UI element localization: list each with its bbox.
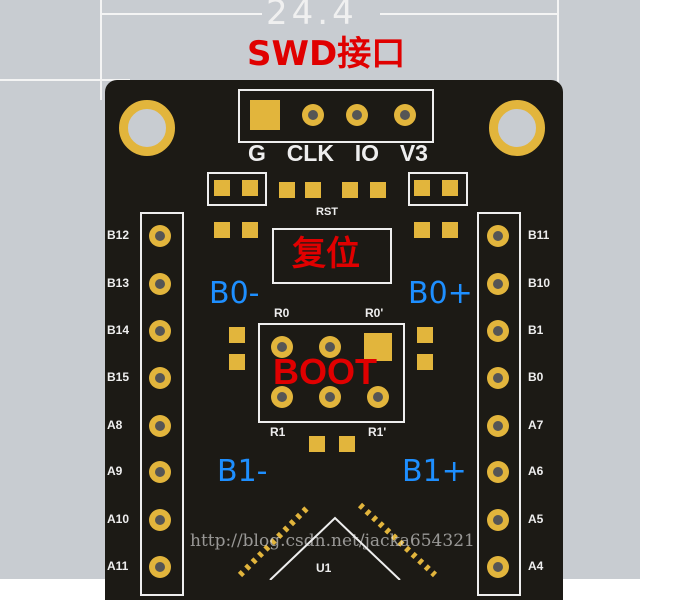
smd-pad [339, 436, 355, 452]
swd-title: SWD接口 [247, 34, 406, 74]
r0-left-silk: R0 [274, 306, 290, 320]
left-header-pin [149, 273, 171, 295]
left-pin-label: B14 [107, 323, 130, 337]
swd-pin-2 [302, 104, 324, 126]
swd-header [238, 89, 434, 143]
annotation-b1-plus: B1+ [402, 454, 467, 489]
swd-pin-4 [394, 104, 416, 126]
right-header-pin [487, 415, 509, 437]
left-pin-label: B15 [107, 370, 130, 384]
right-pin-label: B11 [528, 228, 550, 242]
right-pin-label: A6 [528, 464, 544, 478]
dimension-line-right [557, 0, 559, 100]
left-pin-label: B12 [107, 228, 130, 242]
dimension-value: 24.4 [266, 0, 358, 33]
left-pin-label: A8 [107, 418, 123, 432]
smd-pad [229, 327, 245, 343]
right-pin-header [477, 212, 521, 596]
swd-label-io: IO [354, 140, 380, 166]
right-header-pin [487, 556, 509, 578]
smd-pad [442, 180, 458, 196]
left-pin-label: A10 [107, 512, 130, 526]
dimension-line-horizontal [0, 79, 130, 81]
boot-pin [271, 386, 293, 408]
swd-pin-1 [250, 100, 280, 130]
left-header-pin [149, 461, 171, 483]
swd-label-clk: CLK [286, 140, 334, 166]
left-pin-label: B13 [107, 276, 130, 290]
mounting-hole-left [119, 100, 175, 156]
smd-pad [370, 182, 386, 198]
smd-pad [342, 182, 358, 198]
smd-pad [309, 436, 325, 452]
led-right [408, 172, 468, 206]
reset-label: 复位 [292, 234, 360, 274]
right-header-pin [487, 273, 509, 295]
rst-silk: RST [316, 206, 338, 218]
smd-pad [229, 354, 245, 370]
boot-pin [367, 386, 389, 408]
r1-left-silk: R1 [270, 425, 286, 439]
reset-button-footprint [272, 228, 392, 284]
left-header-pin [149, 225, 171, 247]
right-pin-label: B0 [528, 370, 544, 384]
boot-pin [319, 336, 341, 358]
left-pin-header [140, 212, 184, 596]
swd-pin-3 [346, 104, 368, 126]
annotation-b0-plus: B0+ [408, 276, 473, 311]
chip-silk: U1 [316, 561, 332, 575]
smd-pad [214, 180, 230, 196]
swd-label-v3: V3 [399, 140, 428, 166]
boot-header [258, 323, 405, 423]
annotation-b0-minus: B0- [209, 276, 260, 311]
boot-pin [364, 333, 392, 361]
smd-pad [305, 182, 321, 198]
right-pin-label: B1 [528, 323, 544, 337]
right-pin-label: A7 [528, 418, 544, 432]
r1-right-silk: R1' [368, 425, 387, 439]
dimension-line-left [100, 0, 102, 100]
led-left [207, 172, 267, 206]
left-pin-label: A11 [107, 559, 129, 573]
left-header-pin [149, 367, 171, 389]
smd-pad [242, 180, 258, 196]
right-header-pin [487, 509, 509, 531]
swd-label-g: G [248, 140, 266, 166]
boot-pin [319, 386, 341, 408]
left-header-pin [149, 415, 171, 437]
boot-pin [271, 336, 293, 358]
right-pin-label: A4 [528, 559, 544, 573]
left-pin-label: A9 [107, 464, 123, 478]
smd-pad [414, 180, 430, 196]
left-header-pin [149, 320, 171, 342]
left-header-pin [149, 556, 171, 578]
smd-pad [417, 354, 433, 370]
smd-pad [417, 327, 433, 343]
dimension-arrow-left [102, 13, 262, 15]
right-header-pin [487, 225, 509, 247]
right-header-pin [487, 367, 509, 389]
boot-label: BOOT [273, 351, 377, 392]
right-header-pin [487, 461, 509, 483]
chip-pins-left [237, 502, 313, 578]
right-pin-label: A5 [528, 512, 544, 526]
smd-pad [214, 222, 230, 238]
watermark: http://blog.csdn.net/jacka654321 [190, 531, 475, 551]
mounting-hole-right [489, 100, 545, 156]
right-header-pin [487, 320, 509, 342]
annotation-b1-minus: B1- [217, 454, 268, 489]
swd-pin-labels: G CLK IO V3 [248, 140, 428, 166]
smd-pad [279, 182, 295, 198]
mcu-chip [237, 502, 438, 580]
smd-pad [242, 222, 258, 238]
right-pin-label: B10 [528, 276, 551, 290]
smd-pad [442, 222, 458, 238]
left-header-pin [149, 509, 171, 531]
smd-pad [414, 222, 430, 238]
r0-right-silk: R0' [365, 306, 384, 320]
dimension-arrow-right [380, 13, 557, 15]
